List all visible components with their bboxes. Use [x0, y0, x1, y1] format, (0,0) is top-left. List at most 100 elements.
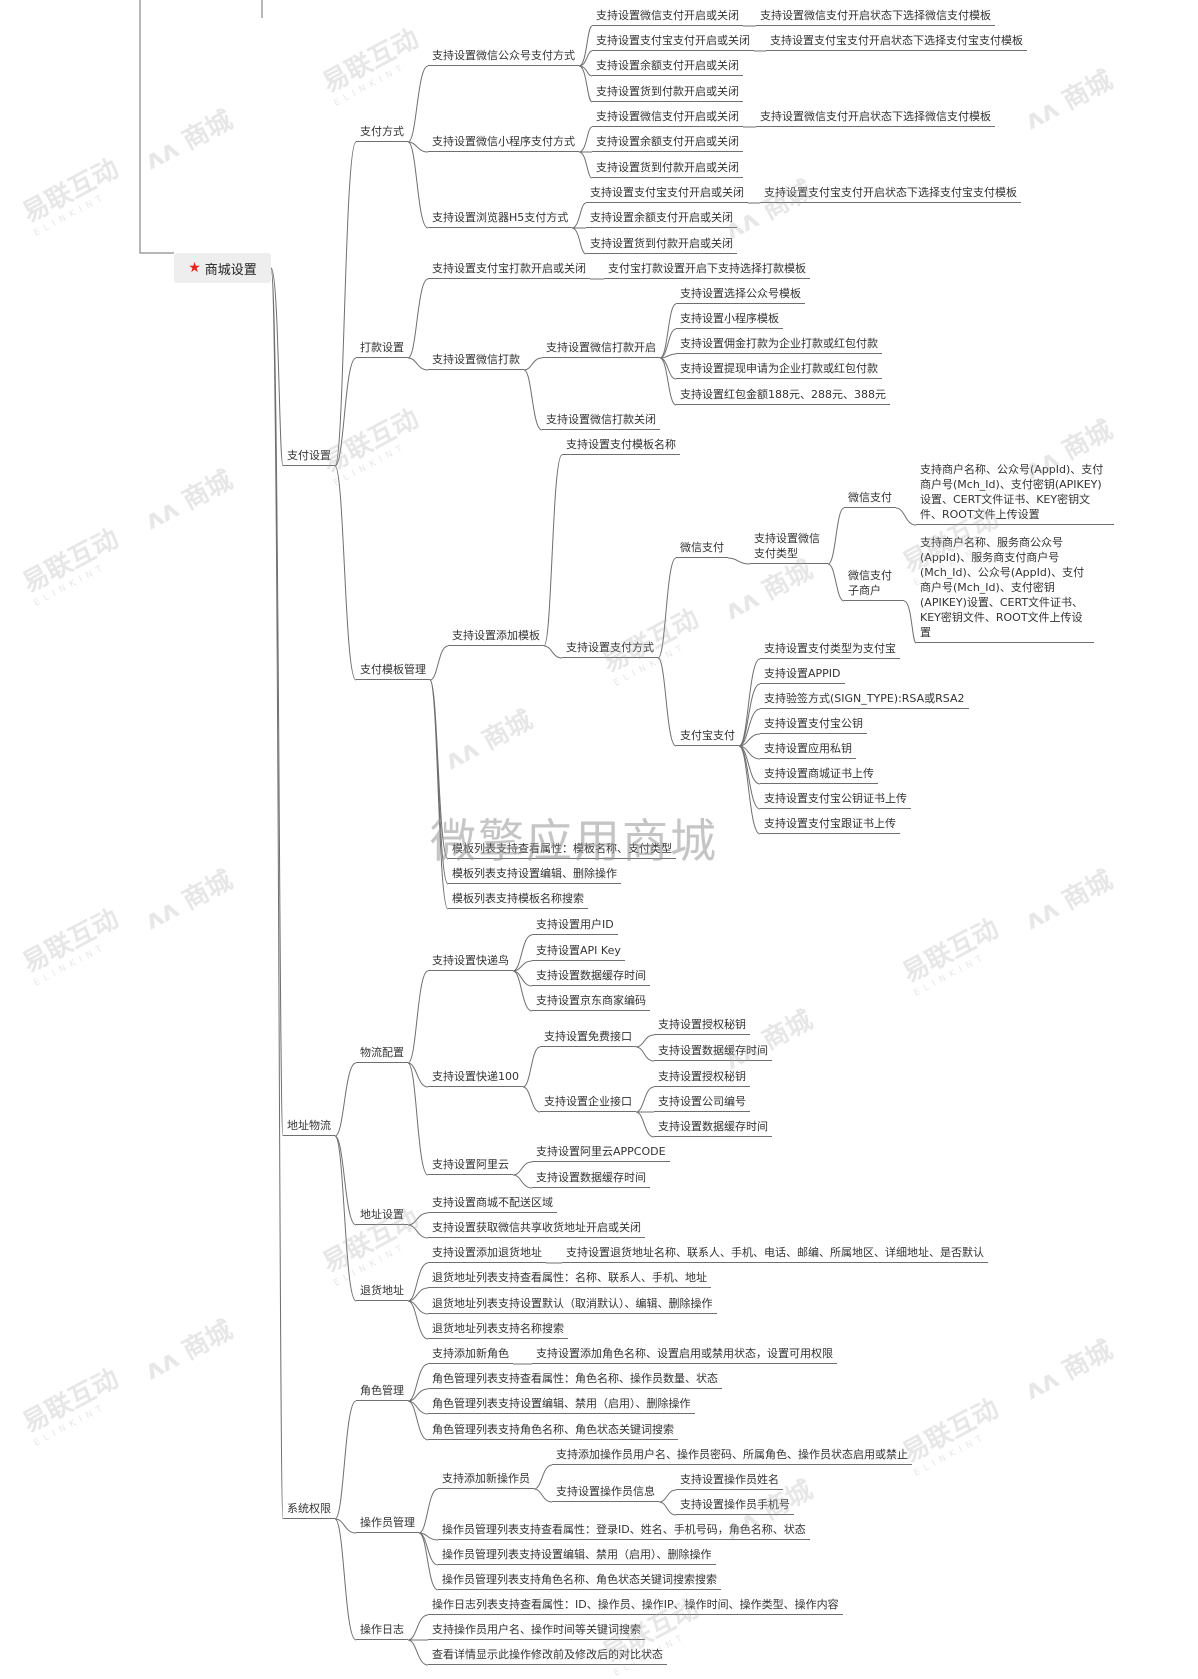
n-tpl-ali-cert[interactable]: 支持设置商城证书上传 [760, 766, 878, 784]
n-role-search[interactable]: 角色管理列表支持角色名称、角色状态关键词搜索 [428, 1422, 678, 1440]
n-addr-nodelivery[interactable]: 支持设置商城不配送区域 [428, 1195, 557, 1213]
n-log[interactable]: 操作日志 [356, 1622, 408, 1640]
n-aliyun[interactable]: 支持设置阿里云 [428, 1157, 513, 1175]
n-tpl-ali-pub[interactable]: 支持设置支付宝公钥 [760, 716, 867, 734]
n-k100-ent-cache[interactable]: 支持设置数据缓存时间 [654, 1119, 772, 1137]
n-payout-wx-comm[interactable]: 支持设置佣金打款为企业打款或红包付款 [676, 336, 882, 354]
n-k100-ent-code[interactable]: 支持设置公司编号 [654, 1094, 750, 1112]
n-addr[interactable]: 地址物流 [283, 1118, 335, 1136]
n-wx-mp-wechat-tpl[interactable]: 支持设置微信支付开启状态下选择微信支付模板 [756, 8, 995, 26]
n-kdn[interactable]: 支持设置快递鸟 [428, 953, 513, 971]
n-op-phone[interactable]: 支持设置操作员手机号 [676, 1497, 794, 1515]
n-addr-settings[interactable]: 地址设置 [356, 1207, 408, 1225]
n-role-edit[interactable]: 角色管理列表支持设置编辑、禁用（启用）、删除操作 [428, 1396, 695, 1414]
n-payout-wx-withdraw[interactable]: 支持设置提现申请为企业打款或红包付款 [676, 361, 882, 379]
n-wx-mini[interactable]: 支持设置微信小程序支付方式 [428, 134, 579, 152]
n-tpl-add[interactable]: 支持设置添加模板 [448, 628, 544, 646]
n-tpl-wx-type[interactable]: 支持设置微信支付类型 [750, 531, 828, 564]
n-tpl-list-search[interactable]: 模板列表支持模板名称搜索 [448, 891, 588, 909]
n-op-add-desc[interactable]: 支持添加操作员用户名、操作员密码、所属角色、操作员状态启用或禁止 [552, 1447, 912, 1465]
n-tpl-wx-sub-desc[interactable]: 支持商户名称、服务商公众号(AppId)、服务商支付商户号(Mch_Id)、公众… [916, 535, 1094, 643]
n-tpl-name[interactable]: 支持设置支付模板名称 [562, 437, 680, 455]
n-tpl-wx-normal[interactable]: 微信支付 [844, 490, 896, 508]
n-role-add[interactable]: 支持添加新角色 [428, 1346, 513, 1364]
n-roles[interactable]: 角色管理 [356, 1383, 408, 1401]
n-kdn-uid[interactable]: 支持设置用户ID [532, 917, 618, 935]
n-pay-settings[interactable]: 支付设置 [283, 448, 335, 466]
n-payout-wx-redpack[interactable]: 支持设置红包金额188元、288元、388元 [676, 387, 890, 405]
n-return-add-desc[interactable]: 支持设置退货地址名称、联系人、手机、电话、邮编、所属地区、详细地址、是否默认 [562, 1245, 988, 1263]
n-log-detail[interactable]: 查看详情显示此操作修改前及修改后的对比状态 [428, 1647, 667, 1665]
n-payout[interactable]: 打款设置 [356, 340, 408, 358]
n-tpl-ali-type[interactable]: 支持设置支付类型为支付宝 [760, 641, 900, 659]
n-wx-mp-cod[interactable]: 支持设置货到付款开启或关闭 [592, 84, 743, 102]
n-tpl-wxpay[interactable]: 微信支付 [676, 540, 728, 558]
n-wx-mp-alipay[interactable]: 支持设置支付宝支付开启或关闭 [592, 33, 754, 51]
n-tpl-ali-priv[interactable]: 支持设置应用私钥 [760, 741, 856, 759]
n-kdn-key[interactable]: 支持设置API Key [532, 943, 625, 961]
n-return-view[interactable]: 退货地址列表支持查看属性：名称、联系人、手机、地址 [428, 1270, 711, 1288]
n-sys[interactable]: 系统权限 [283, 1501, 335, 1519]
n-wx-mini-cod[interactable]: 支持设置货到付款开启或关闭 [592, 160, 743, 178]
n-log-search[interactable]: 支持操作员用户名、操作时间等关键词搜索 [428, 1622, 645, 1640]
n-k100-free[interactable]: 支持设置免费接口 [540, 1029, 636, 1047]
n-tpl-list-edit[interactable]: 模板列表支持设置编辑、删除操作 [448, 866, 621, 884]
n-tpl-alipay[interactable]: 支付宝支付 [676, 728, 739, 746]
n-aliyun-cache[interactable]: 支持设置数据缓存时间 [532, 1170, 650, 1188]
n-wx-mini-wechat-tpl[interactable]: 支持设置微信支付开启状态下选择微信支付模板 [756, 109, 995, 127]
n-payout-wx-on[interactable]: 支持设置微信打款开启 [542, 340, 660, 358]
n-op-name[interactable]: 支持设置操作员姓名 [676, 1472, 783, 1490]
n-tpl-method[interactable]: 支持设置支付方式 [562, 640, 658, 658]
n-tpl-ali-sign[interactable]: 支持验签方式(SIGN_TYPE):RSA或RSA2 [760, 691, 969, 709]
n-return-search[interactable]: 退货地址列表支持名称搜索 [428, 1321, 568, 1339]
n-h5-balance[interactable]: 支持设置余额支付开启或关闭 [586, 210, 737, 228]
n-return-add[interactable]: 支持设置添加退货地址 [428, 1245, 546, 1263]
n-tpl-ali-rootcert[interactable]: 支持设置支付宝跟证书上传 [760, 816, 900, 834]
n-h5-alipay[interactable]: 支持设置支付宝支付开启或关闭 [586, 185, 748, 203]
root-node[interactable]: ★ 商城设置 [174, 253, 271, 283]
n-role-view[interactable]: 角色管理列表支持查看属性：角色名称、操作员数量、状态 [428, 1371, 722, 1389]
n-addr-wxshare[interactable]: 支持设置获取微信共享收货地址开启或关闭 [428, 1220, 645, 1238]
n-role-add-desc[interactable]: 支持设置添加角色名称、设置启用或禁用状态，设置可用权限 [532, 1346, 837, 1364]
n-payout-wx[interactable]: 支持设置微信打款 [428, 352, 524, 370]
n-tpl-mgmt[interactable]: 支付模板管理 [356, 662, 430, 680]
n-logistics[interactable]: 物流配置 [356, 1045, 408, 1063]
n-tpl-list-view[interactable]: 模板列表支持查看属性：模板名称、支付类型 [448, 841, 676, 859]
n-wx-mp-alipay-tpl[interactable]: 支持设置支付宝支付开启状态下选择支付宝支付模板 [766, 33, 1027, 51]
n-h5-cod[interactable]: 支持设置货到付款开启或关闭 [586, 236, 737, 254]
n-payout-wx-off[interactable]: 支持设置微信打款关闭 [542, 412, 660, 430]
n-tpl-wx-normal-desc[interactable]: 支持商户名称、公众号(AppId)、支付商户号(Mch_Id)、支付密钥(API… [916, 462, 1114, 525]
n-payout-wx-mini-tpl[interactable]: 支持设置小程序模板 [676, 311, 783, 329]
n-return-edit[interactable]: 退货地址列表支持设置默认（取消默认）、编辑、删除操作 [428, 1296, 717, 1314]
n-k100-free-key[interactable]: 支持设置授权秘钥 [654, 1017, 750, 1035]
n-op-view[interactable]: 操作员管理列表支持查看属性：登录ID、姓名、手机号码，角色名称、状态 [438, 1522, 810, 1540]
n-wx-mini-wechat[interactable]: 支持设置微信支付开启或关闭 [592, 109, 743, 127]
n-op-add[interactable]: 支持添加新操作员 [438, 1471, 534, 1489]
n-wx-mp-balance[interactable]: 支持设置余额支付开启或关闭 [592, 58, 743, 76]
n-pay-methods[interactable]: 支付方式 [356, 124, 408, 142]
n-k100-free-cache[interactable]: 支持设置数据缓存时间 [654, 1043, 772, 1061]
n-payout-alipay-tpl[interactable]: 支付宝打款设置开启下支持选择打款模板 [604, 261, 810, 279]
n-wx-mp[interactable]: 支持设置微信公众号支付方式 [428, 48, 579, 66]
n-payout-wx-mp-tpl[interactable]: 支持设置选择公众号模板 [676, 286, 805, 304]
n-return[interactable]: 退货地址 [356, 1283, 408, 1301]
n-k100[interactable]: 支持设置快递100 [428, 1069, 523, 1087]
n-wx-mp-wechat[interactable]: 支持设置微信支付开启或关闭 [592, 8, 743, 26]
n-tpl-wx-sub[interactable]: 微信支付子商户 [844, 568, 904, 601]
n-log-view[interactable]: 操作日志列表支持查看属性：ID、操作员、操作IP、操作时间、操作类型、操作内容 [428, 1597, 843, 1615]
n-op-search[interactable]: 操作员管理列表支持角色名称、角色状态关键词搜索搜索 [438, 1572, 721, 1590]
n-k100-ent-key[interactable]: 支持设置授权秘钥 [654, 1069, 750, 1087]
n-kdn-cache[interactable]: 支持设置数据缓存时间 [532, 968, 650, 986]
n-aliyun-code[interactable]: 支持设置阿里云APPCODE [532, 1144, 670, 1162]
n-tpl-ali-pubcert[interactable]: 支持设置支付宝公钥证书上传 [760, 791, 911, 809]
n-k100-ent[interactable]: 支持设置企业接口 [540, 1094, 636, 1112]
n-payout-alipay[interactable]: 支持设置支付宝打款开启或关闭 [428, 261, 590, 279]
n-ops[interactable]: 操作员管理 [356, 1515, 419, 1533]
n-h5-alipay-tpl[interactable]: 支持设置支付宝支付开启状态下选择支付宝支付模板 [760, 185, 1021, 203]
n-wx-mini-balance[interactable]: 支持设置余额支付开启或关闭 [592, 134, 743, 152]
n-h5[interactable]: 支持设置浏览器H5支付方式 [428, 210, 573, 228]
n-kdn-jd[interactable]: 支持设置京东商家编码 [532, 993, 650, 1011]
n-tpl-ali-appid[interactable]: 支持设置APPID [760, 666, 845, 684]
n-op-info[interactable]: 支持设置操作员信息 [552, 1484, 659, 1502]
n-op-edit[interactable]: 操作员管理列表支持设置编辑、禁用（启用）、删除操作 [438, 1547, 716, 1565]
